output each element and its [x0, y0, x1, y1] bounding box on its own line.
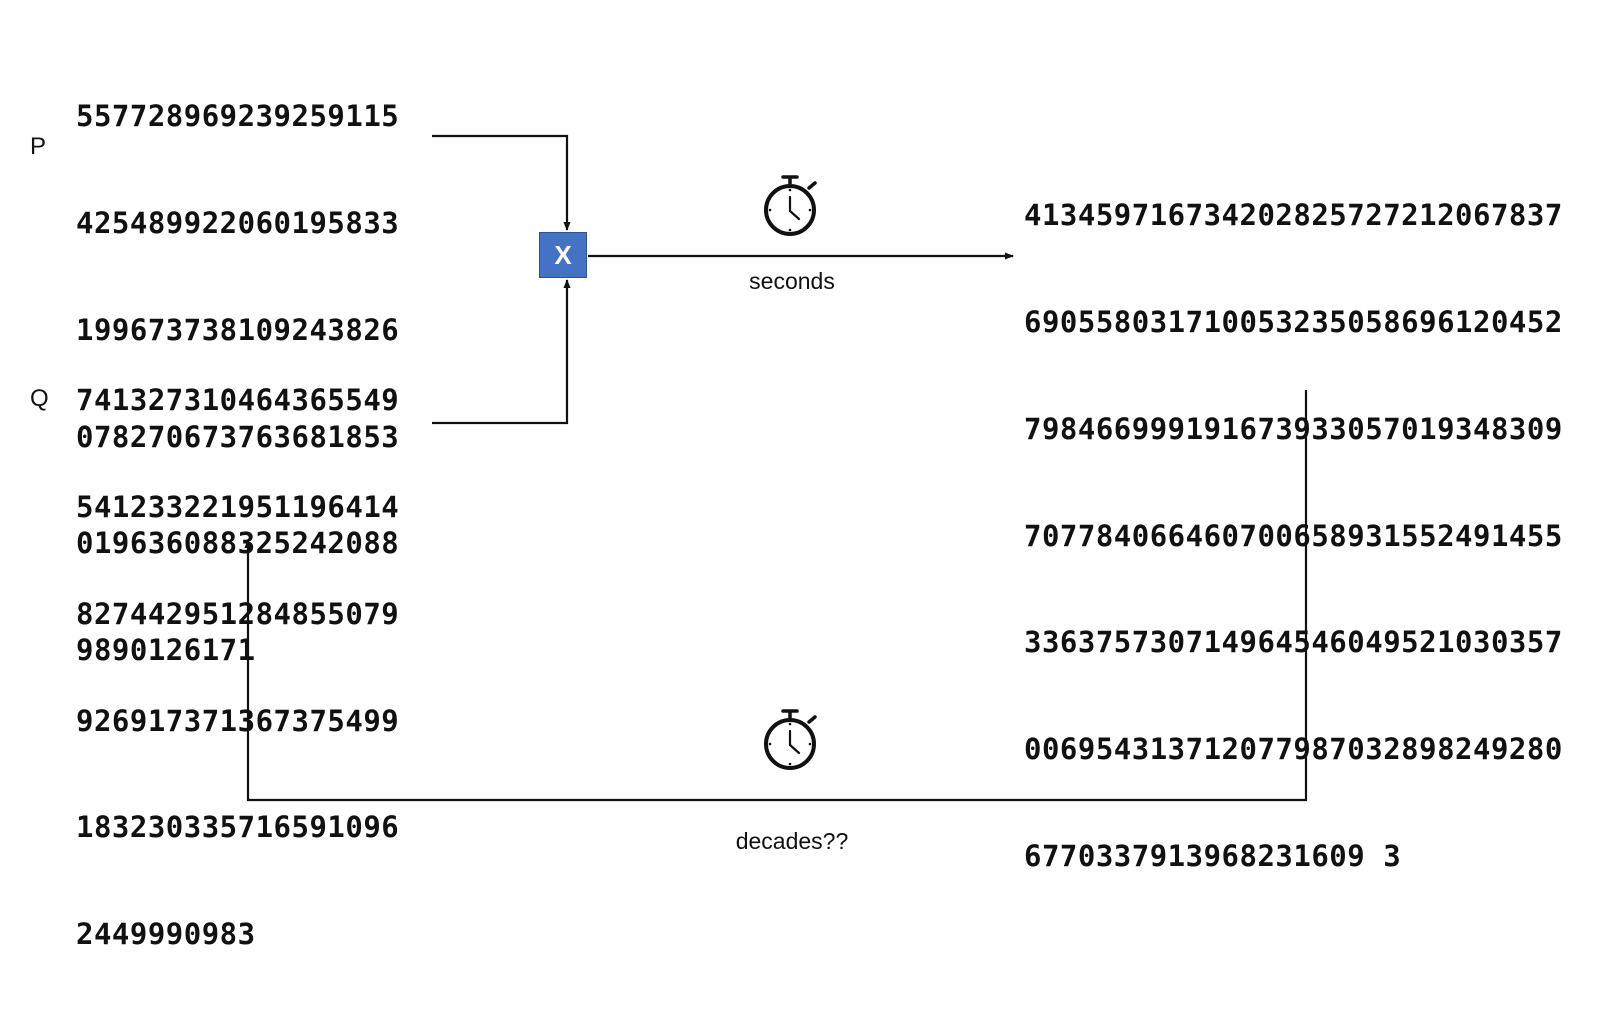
p-number-line: 557728969239259115 [76, 99, 400, 134]
q-number-line: 2449990983 [76, 917, 256, 952]
p-number-line: 425489922060195833 [76, 205, 400, 240]
factor-reverse-arrow [244, 390, 1308, 802]
q-number-line: 183230335716591096 [76, 810, 400, 845]
product-number-line: 707784066460700658931552491455 [1024, 518, 1563, 553]
p-to-multiplier-arrow [432, 134, 571, 231]
p-number: 557728969239259115 425489922060195833 19… [76, 28, 399, 740]
q-to-multiplier-arrow [432, 279, 571, 425]
product-number: 413459716734202825727212067837 690558031… [1024, 127, 1563, 946]
p-label: P [30, 133, 47, 160]
q-number-line: 926917371367375499 [76, 703, 400, 738]
connector-arrows [244, 134, 1308, 802]
q-number-line: 541233221951196414 [76, 489, 400, 524]
product-number-line: 690558031710053235058696120452 [1024, 304, 1563, 339]
p-number-line: 199673738109243826 [76, 312, 400, 347]
reverse-caption: decades?? [735, 828, 849, 854]
p-number-line: 019636088325242088 [76, 526, 400, 561]
product-number-line: 336375730714964546049521030357 [1024, 625, 1563, 660]
multiply-operator-box: X [539, 232, 587, 278]
p-number-line: 078270673763681853 [76, 419, 400, 454]
q-label: Q [30, 385, 49, 412]
product-number-line: 413459716734202825727212067837 [1024, 198, 1563, 233]
forward-caption: seconds [749, 268, 835, 294]
product-number-line: 798466999191673933057019348309 [1024, 411, 1563, 446]
p-number-line: 9890126171 [76, 633, 256, 668]
product-number-line: 6770337913968231609 3 [1024, 838, 1402, 873]
stopwatch-icon [764, 175, 817, 236]
factoring-diagram: P 557728969239259115 425489922060195833 … [30, 28, 1562, 951]
product-number-line: 006954313712077987032898249280 [1024, 732, 1563, 767]
q-number-line: 741327310464365549 [76, 383, 400, 418]
stopwatch-icon [764, 709, 817, 770]
q-number-line: 827442951284855079 [76, 596, 400, 631]
